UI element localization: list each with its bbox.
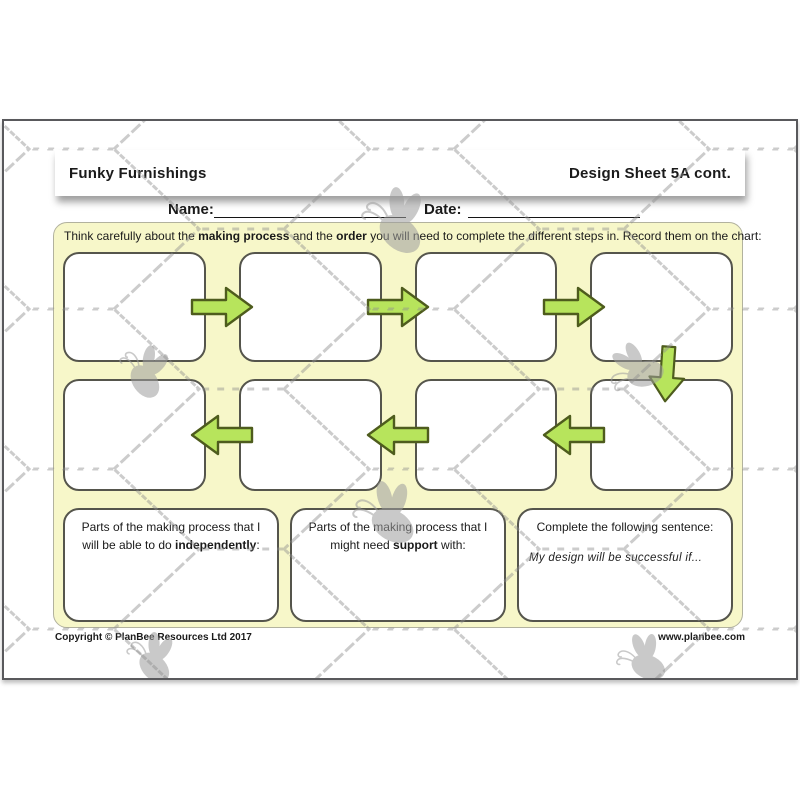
- bee-icon: [126, 631, 173, 678]
- flow-arrow-left-icon: [191, 414, 254, 455]
- flow-arrow-right-icon: [542, 286, 605, 327]
- sentence-box[interactable]: Complete the following sentence: My desi…: [517, 507, 733, 622]
- date-field[interactable]: [468, 201, 640, 218]
- bee-icon: [352, 481, 414, 543]
- process-step-box-3[interactable]: [414, 251, 558, 362]
- flow-arrow-left-icon: [366, 414, 430, 455]
- sentence-starter: My design will be successful if...: [529, 551, 703, 564]
- process-step-box-7[interactable]: [238, 378, 382, 491]
- process-step-box-2[interactable]: [238, 251, 382, 362]
- flow-arrow-right-icon: [191, 286, 254, 327]
- worksheet-frame: Funky Furnishings Design Sheet 5A cont. …: [2, 119, 798, 680]
- name-label: Name:: [168, 201, 214, 218]
- chart-panel: Think carefully about the making process…: [53, 222, 762, 628]
- sheet-label: Design Sheet 5A cont.: [568, 164, 731, 182]
- page-title: Funky Furnishings: [69, 164, 207, 182]
- flow-arrow-left-icon: [542, 414, 605, 455]
- bee-icon: [616, 633, 665, 678]
- independent-box[interactable]: Parts of the making process that I will …: [63, 507, 279, 622]
- flow-arrow-right-icon: [366, 286, 430, 327]
- bee-icon: [361, 187, 421, 253]
- sentence-box-title: Complete the following sentence:: [536, 519, 714, 534]
- process-step-box-6[interactable]: [414, 378, 558, 491]
